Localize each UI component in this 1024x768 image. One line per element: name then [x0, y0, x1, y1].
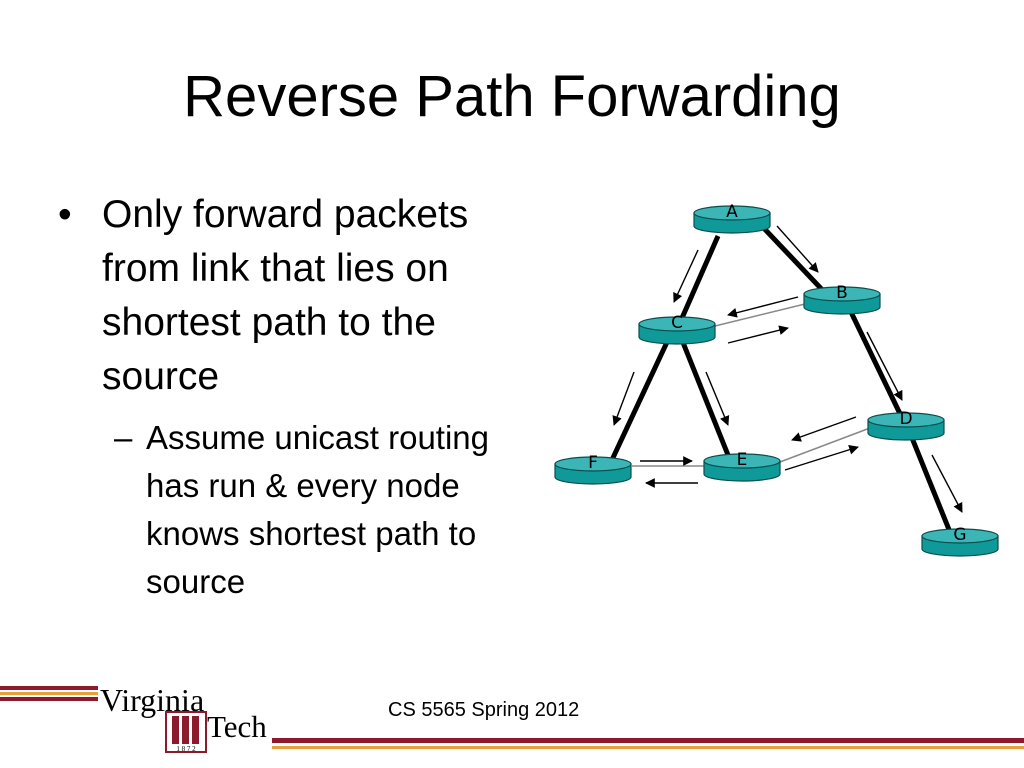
bullet-item: • Only forward packets from link that li…: [58, 188, 548, 404]
router-label: D: [899, 409, 912, 429]
bullet-list: • Only forward packets from link that li…: [58, 188, 548, 606]
router-node-b: B: [803, 283, 881, 315]
router-node-e: E: [703, 450, 781, 482]
router-top: [803, 286, 881, 302]
footer-bar-left-accent: [0, 692, 98, 695]
arrow-c-to-e: [705, 371, 730, 426]
footer-bar-left-2: [0, 697, 98, 701]
router-label: F: [588, 453, 598, 473]
link-c-f: [608, 338, 671, 464]
arrow-a-to-c: [673, 249, 699, 303]
footer-bar-left: [0, 686, 98, 690]
arrow-d-to-g: [931, 454, 963, 513]
router-top: [921, 528, 999, 544]
arrow-c-to-b: [727, 325, 789, 344]
logo-tech: Tech: [207, 709, 267, 744]
sub-bullet-item: – Assume unicast routing has run & every…: [58, 414, 548, 606]
arrows-layer: [612, 225, 963, 513]
link-b-c: [714, 303, 806, 327]
arrow-b-to-d: [866, 331, 903, 401]
sub-bullet-text: Assume unicast routing has run & every n…: [146, 419, 490, 600]
router-node-c: C: [638, 313, 716, 345]
bullet-marker: •: [58, 193, 72, 236]
arrow-e-to-d: [784, 444, 859, 471]
link-d-g: [907, 432, 955, 538]
logo-virginia: Virginia: [100, 682, 205, 718]
footer-bar-right: [272, 738, 1024, 743]
link-d-e: [779, 427, 871, 463]
router-node-a: A: [693, 202, 771, 234]
router-node-f: F: [554, 453, 632, 485]
router-top: [703, 453, 781, 469]
arrow-a-to-b: [776, 225, 819, 273]
footer-bar-right-accent: [272, 746, 1024, 749]
bullet-text: Only forward packets from link that lies…: [102, 193, 469, 398]
link-c-e: [679, 339, 733, 461]
router-label: C: [671, 313, 683, 333]
arrow-c-to-f: [612, 371, 635, 426]
sub-bullet-marker: –: [114, 419, 133, 456]
arrow-d-to-e: [791, 416, 857, 442]
arrow-b-to-c: [727, 296, 799, 318]
link-a-b: [756, 220, 832, 300]
links-layer: [608, 220, 955, 538]
logo-emblem: 1 8 7 2: [165, 711, 207, 753]
router-label: A: [726, 202, 738, 222]
footer-text: CS 5565 Spring 2012: [388, 699, 580, 721]
router-label: B: [836, 283, 848, 303]
logo-year: 1 8 7 2: [176, 745, 196, 753]
router-node-d: D: [867, 409, 945, 441]
router-top: [554, 456, 632, 472]
router-label: G: [953, 525, 966, 545]
router-top: [867, 412, 945, 428]
router-top: [693, 205, 771, 221]
router-top: [638, 316, 716, 332]
slide-title: Reverse Path Forwarding: [183, 64, 841, 129]
nodes-layer: A B C D E F G: [554, 202, 999, 557]
router-label: E: [737, 450, 748, 470]
link-b-d: [847, 308, 906, 422]
router-node-g: G: [921, 525, 999, 557]
